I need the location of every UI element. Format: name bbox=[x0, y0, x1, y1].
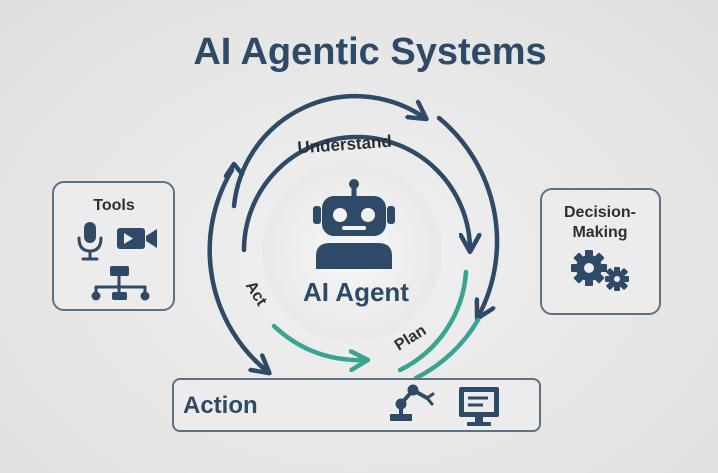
outer-ring-arc-right bbox=[436, 115, 500, 317]
teal-arc-right bbox=[397, 269, 469, 373]
inner-ring-arc bbox=[241, 134, 470, 250]
stage-label-understand: Understand bbox=[297, 132, 393, 158]
action-label: Action bbox=[183, 392, 258, 419]
outer-ring-arc-top bbox=[231, 93, 425, 209]
action-bar bbox=[172, 378, 541, 432]
teal-arc-bottom bbox=[271, 323, 366, 360]
teal-arc-lower-right bbox=[413, 317, 481, 381]
center-agent-label: AI Agent bbox=[303, 277, 409, 307]
page-title: AI Agentic Systems bbox=[193, 31, 546, 73]
computer-monitor-icon bbox=[459, 387, 499, 426]
stage-label-act: Act bbox=[242, 278, 270, 309]
decision-making-box bbox=[540, 188, 661, 315]
robot-icon bbox=[313, 179, 395, 269]
robotic-arm-icon bbox=[390, 384, 435, 421]
workflow-icon bbox=[91, 266, 150, 301]
tools-label: Tools bbox=[93, 197, 135, 214]
outer-ring-arrowhead-left bbox=[223, 161, 245, 179]
decision-label-line2: Making bbox=[572, 224, 627, 241]
tools-box bbox=[52, 181, 175, 311]
outer-ring-arc-left bbox=[207, 167, 268, 372]
gears-icon bbox=[571, 250, 629, 291]
small-gear-icon bbox=[605, 267, 629, 291]
decision-label-line1: Decision- bbox=[564, 204, 636, 221]
large-gear-icon bbox=[571, 250, 607, 286]
video-camera-icon bbox=[117, 228, 157, 249]
microphone-icon bbox=[77, 222, 103, 261]
